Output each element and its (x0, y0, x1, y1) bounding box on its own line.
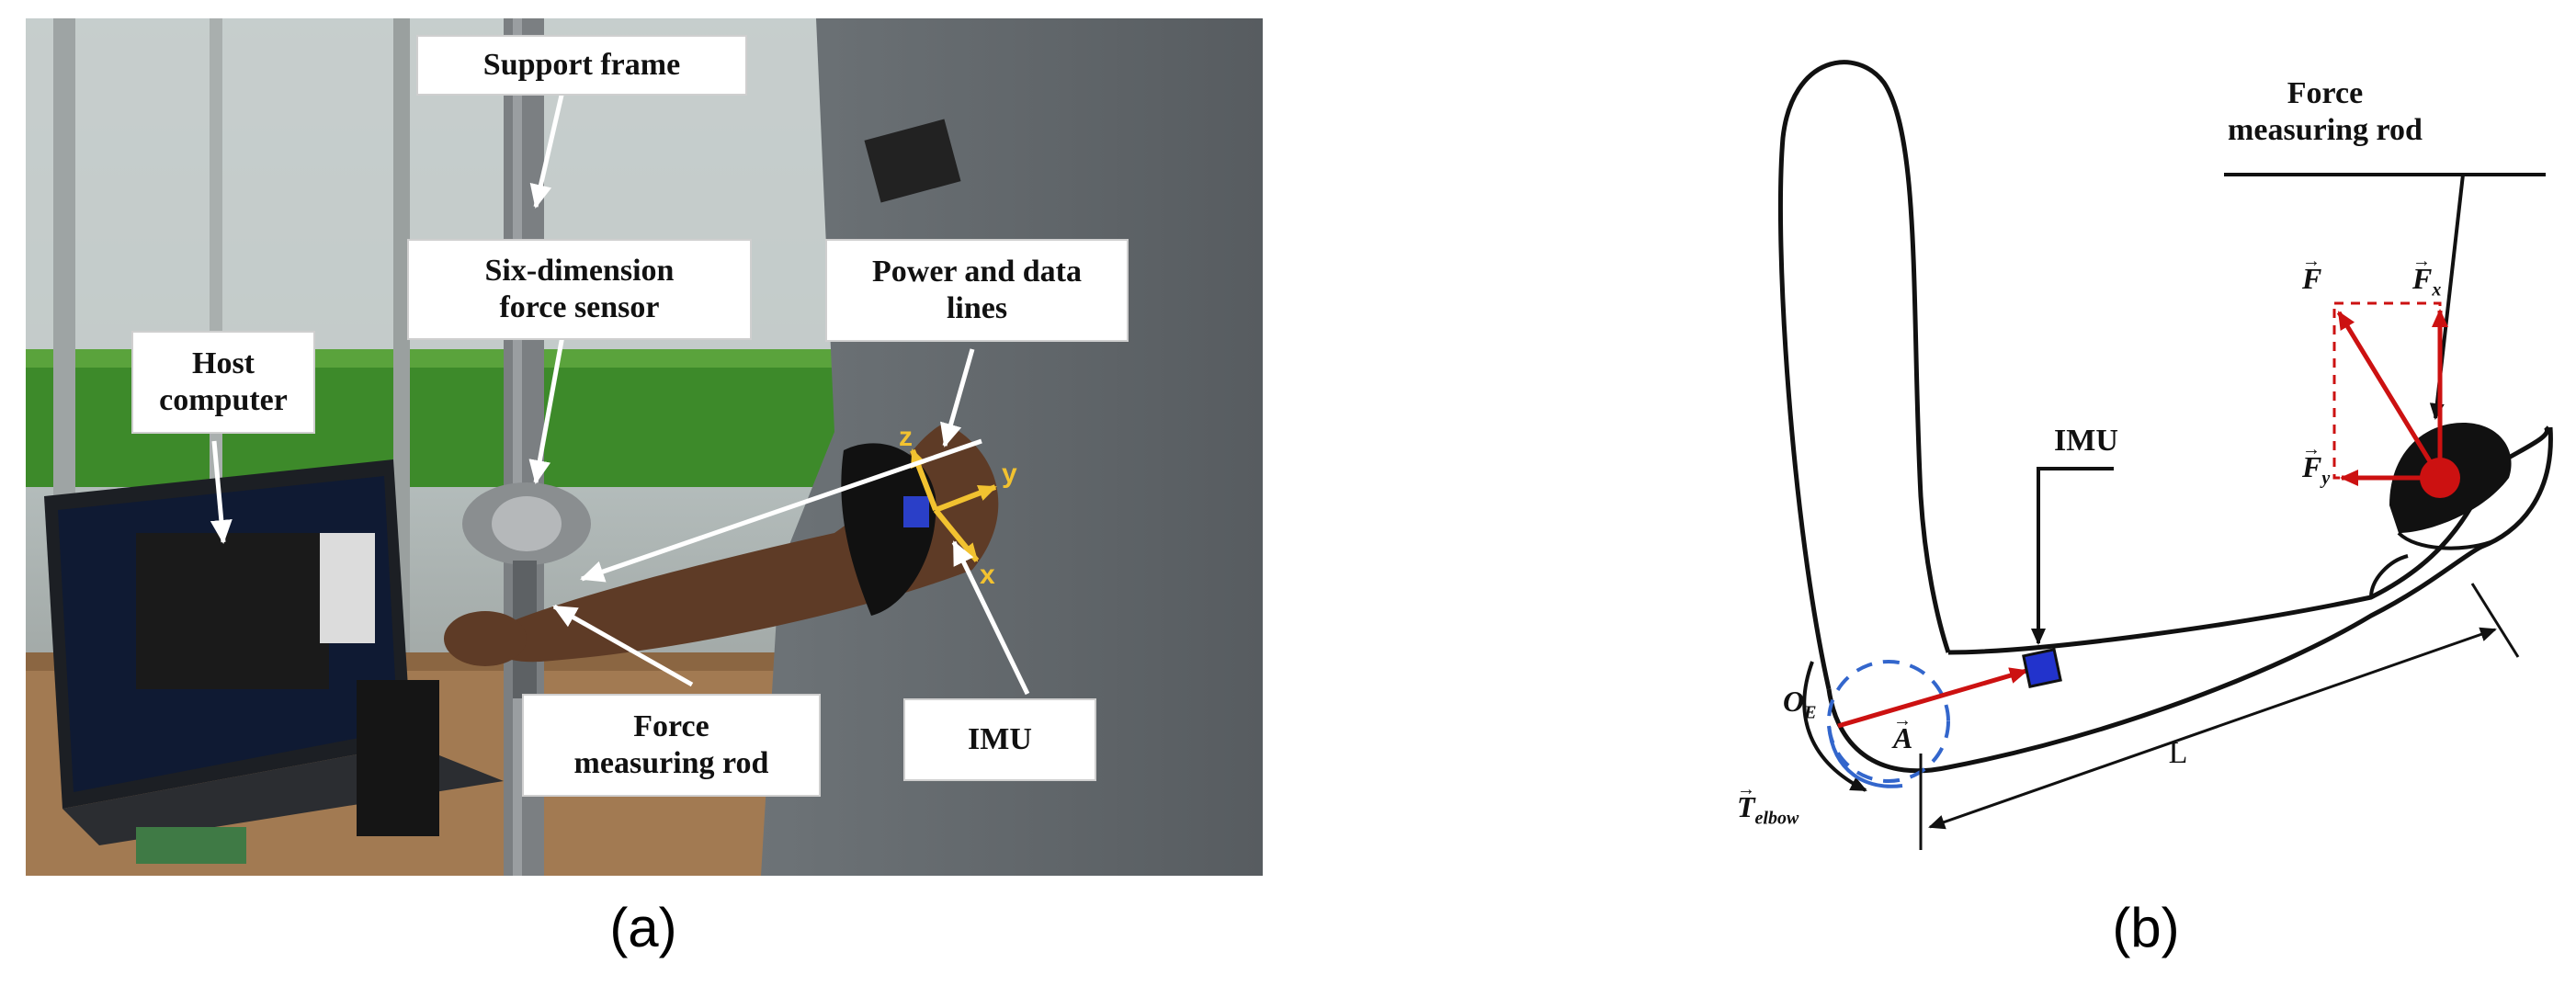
vector-A-arrow (1837, 667, 2028, 729)
experiment-photo: y z x Support frame Six-dimension force … (26, 18, 1263, 876)
arm-force-diagram: Force measuring rod IMU L OE →A →F →Fx →… (1728, 18, 2555, 873)
axis-y-arrow (934, 484, 997, 513)
length-dimension-line (1928, 627, 2497, 830)
label-vector-Fy: →Fy (2302, 439, 2331, 489)
label-imu: IMU (2054, 424, 2118, 458)
label-vector-A: →A (1893, 710, 1913, 754)
person-shirt (761, 18, 1263, 876)
label-length: L (2168, 736, 2188, 770)
callout-host-computer: Host computer (131, 331, 315, 434)
diagram-drawing (1777, 60, 2553, 850)
arrow-power-lines (580, 438, 982, 583)
arrow-force-sensor (528, 330, 566, 484)
arrow-imu (951, 540, 1030, 696)
label-force-rod: Force measuring rod (2228, 76, 2423, 147)
callout-force-rod: Force measuring rod (522, 694, 821, 797)
vector-F-arrow (2336, 311, 2443, 480)
photo-scene: y z x (26, 18, 1263, 876)
callout-force-sensor: Six-dimension force sensor (407, 239, 752, 340)
label-torque-elbow: →Telbow (1737, 779, 1799, 829)
arrow-host-computer (210, 440, 233, 544)
axis-x-label: x (980, 560, 995, 590)
control-box (357, 680, 439, 836)
armband (841, 443, 936, 616)
imu-device (903, 496, 929, 527)
person-hand (444, 611, 527, 666)
panel-label-a: (a) (609, 897, 677, 958)
torque-arc (1802, 661, 1867, 792)
imu-leader (2031, 467, 2114, 645)
upper-arm-outline (1777, 60, 1951, 690)
callout-imu: IMU (903, 698, 1096, 781)
label-origin: OE (1783, 685, 1817, 723)
axis-z-label: z (899, 422, 913, 452)
panel-label-b: (b) (2112, 897, 2180, 958)
circuit-board (136, 827, 246, 864)
callout-power-data-lines: Power and data lines (825, 239, 1129, 342)
axis-y-label: y (1002, 459, 1017, 489)
callout-support-frame: Support frame (416, 35, 747, 96)
label-vector-Fx: →Fx (2412, 251, 2442, 300)
arrow-force-rod (552, 604, 694, 687)
arrow-power-lines-2 (940, 348, 975, 448)
axis-z-arrow (910, 448, 938, 512)
label-vector-F: →F (2302, 251, 2322, 295)
imu-box (2022, 648, 2062, 688)
arrow-support-frame (529, 86, 566, 209)
